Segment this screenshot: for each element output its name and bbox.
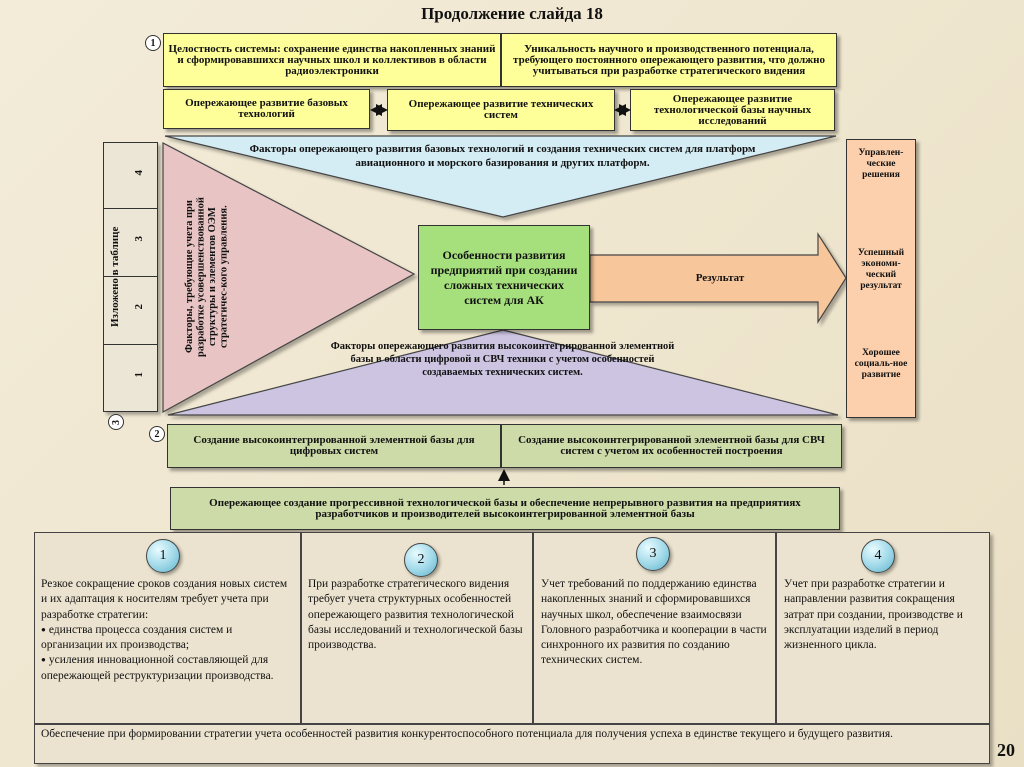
column-2-text: При разработке стратегического видения т…: [308, 578, 523, 652]
bottom-triangle: [167, 329, 839, 416]
integrity-box: Целостность системы: сохранение единства…: [163, 33, 501, 87]
base-tech-box: Опережающее развитие базовых технологий: [163, 89, 370, 129]
column-4-text: Учет при разработке стратегии и направле…: [784, 578, 963, 652]
microwave-elements-box: Создание высокоинтегрированной элементно…: [501, 424, 842, 468]
bottom-triangle-text: Факторы опережающего развития высокоинте…: [330, 341, 675, 378]
marker-3-label: 3: [110, 419, 122, 425]
column-4-number: 4: [861, 539, 895, 573]
factors-table: 1 Резкое сокращение сроков создания новы…: [34, 532, 990, 764]
digital-elements-box: Создание высокоинтегрированной элементно…: [167, 424, 501, 468]
column-1-text: Резкое сокращение сроков создания новых …: [41, 578, 288, 621]
page-number: 20: [997, 740, 1015, 760]
marker-1: 1: [145, 35, 161, 51]
column-1-bullet-1: единства процесса создания систем и орга…: [41, 623, 296, 654]
tech-systems-box: Опережающее развитие технических систем: [387, 89, 615, 131]
tech-research-box: Опережающее развитие технологической баз…: [630, 89, 835, 131]
column-1-bullet-2: усиления инновационной составляющей для …: [41, 653, 296, 684]
column-1-cell: Резкое сокращение сроков создания новых …: [41, 577, 296, 684]
uniqueness-box: Уникальность научного и производственног…: [501, 33, 837, 87]
marker-3: 3: [108, 414, 124, 430]
table-footer: Обеспечение при формировании стратегии у…: [41, 728, 894, 740]
progressive-tech-box: Опережающее создание прогрессивной техно…: [170, 487, 840, 530]
result-arrow-shape: [589, 231, 847, 325]
left-triangle: [162, 142, 416, 414]
left-triangle-text: Факторы, требующие учета при разработке …: [184, 197, 230, 357]
top-triangle: [164, 135, 837, 218]
top-triangle-text: Факторы опережающего развития базовых те…: [249, 143, 756, 169]
left-strip-cells: [103, 142, 158, 412]
left-strip: Изложено в таблице 4 3 2 1: [103, 142, 158, 412]
economic-result: Успешный экономи-ческий результат: [857, 248, 905, 291]
management-decisions: Управлен-ческие решения: [858, 148, 904, 180]
marker-2: 2: [149, 426, 165, 442]
center-box: Особенности развития предприятий при соз…: [418, 225, 590, 330]
slide-title: Продолжение слайда 18: [421, 4, 603, 23]
column-3-number: 3: [636, 537, 670, 571]
column-3-text: Учет требований по поддержанию единства …: [541, 578, 767, 667]
column-2-number: 2: [404, 543, 438, 577]
column-1-number: 1: [146, 539, 180, 573]
social-development: Хорошее социаль-ное развитие: [854, 348, 908, 380]
result-label: Результат: [695, 272, 745, 284]
column-1-bullets: единства процесса создания систем и орга…: [41, 623, 296, 684]
right-panel: Управлен-ческие решения Успешный экономи…: [846, 139, 916, 418]
